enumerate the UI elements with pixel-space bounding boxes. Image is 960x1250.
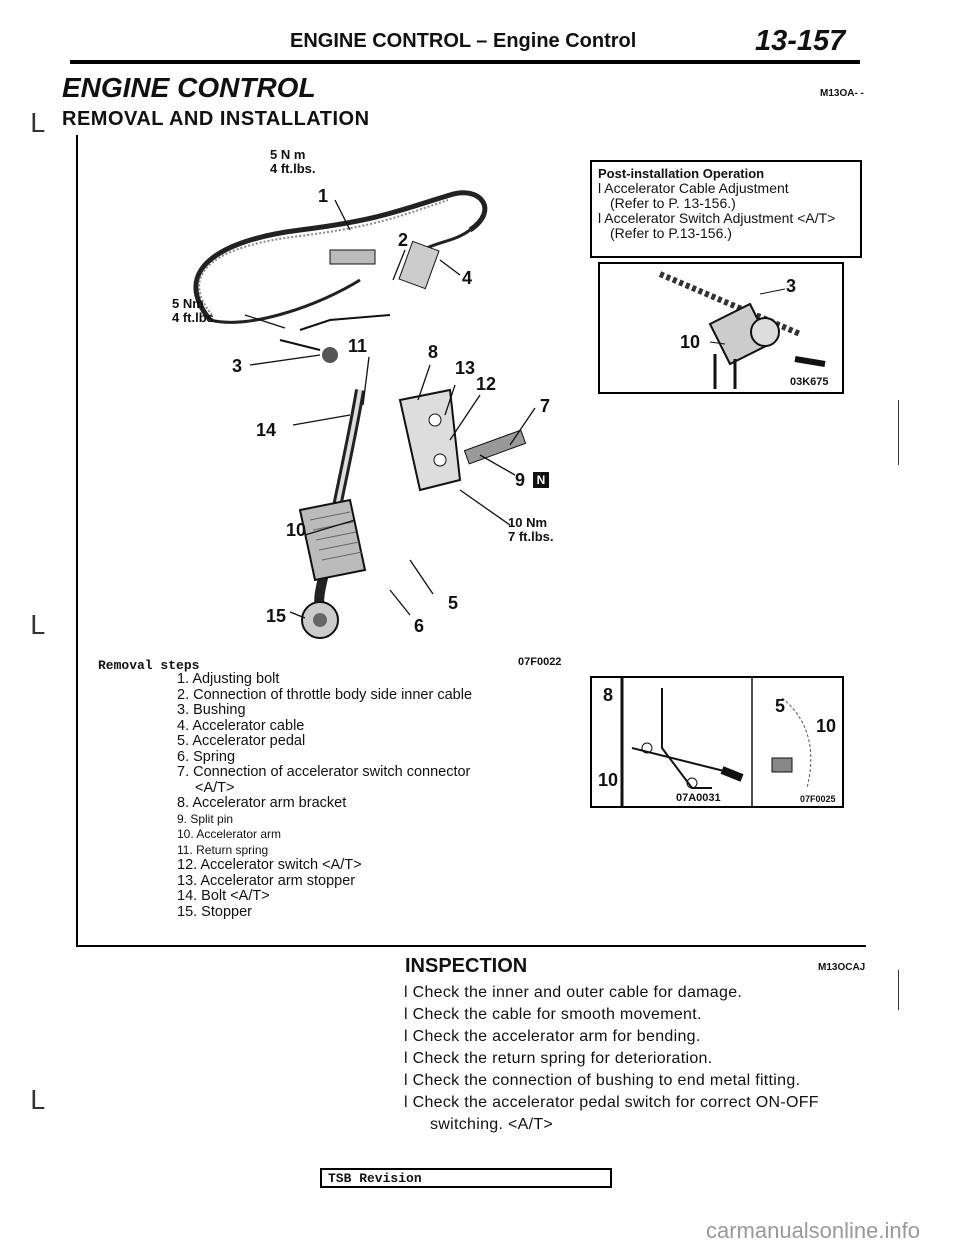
detail-figure-code: 03K675 xyxy=(790,376,829,388)
removal-step: 9. Split pin xyxy=(177,811,234,826)
header-title: ENGINE CONTROL – Engine Control xyxy=(290,30,637,52)
torque-label-left: 5 Nm 4 ft.lbs. xyxy=(172,297,218,325)
margin-line xyxy=(898,400,899,465)
removal-step: <A/T> xyxy=(195,779,235,796)
removal-step: 6. Spring xyxy=(177,748,236,765)
watermark: carmanualsonline.info xyxy=(705,1218,920,1243)
torque-label-top: 5 N m 4 ft.lbs. xyxy=(270,148,316,176)
inspection-item: l Check the inner and outer cable for da… xyxy=(404,984,743,1001)
section-frame-bottom xyxy=(76,945,866,947)
post-installation-item: (Refer to P. 13-156.) xyxy=(610,195,736,211)
removal-step: 8. Accelerator arm bracket xyxy=(177,795,347,811)
removal-step: 2. Connection of throttle body side inne… xyxy=(177,686,473,703)
callout-10: 10 xyxy=(286,520,307,540)
post-installation-box: Post-installation Operation l Accelerato… xyxy=(590,160,862,258)
callout-3: 3 xyxy=(232,356,243,376)
detail-callout-8: 8 xyxy=(603,685,614,705)
detail-figure-top xyxy=(598,262,844,394)
post-installation-item: (Refer to P.13-156.) xyxy=(610,225,732,241)
section-title: ENGINE CONTROL xyxy=(62,72,316,103)
detail-callout-5: 5 xyxy=(775,696,786,716)
section-code: M13OA- - xyxy=(820,88,864,99)
detail-callout-10: 10 xyxy=(598,770,619,790)
detail-figure-code-left: 07A0031 xyxy=(676,792,721,804)
removal-step: 11. Return spring xyxy=(177,842,269,857)
new-part-icon: N xyxy=(533,472,549,488)
torque-value-ftlbs: 4 ft.lbs. xyxy=(172,310,218,325)
inspection-item: l Check the cable for smooth movement. xyxy=(404,1006,702,1023)
margin-line xyxy=(898,970,899,1010)
torque-label-bottom: 10 Nm 7 ft.lbs. xyxy=(508,516,554,544)
switch-detail-illustration xyxy=(620,678,812,806)
detail-callout-3: 3 xyxy=(786,276,797,296)
callout-15: 15 xyxy=(266,606,287,626)
callout-8: 8 xyxy=(428,342,439,362)
removal-step: 4. Accelerator cable xyxy=(177,717,305,734)
removal-step: 7. Connection of accelerator switch conn… xyxy=(177,764,471,780)
torque-value-ftlbs: 7 ft.lbs. xyxy=(508,529,554,544)
inspection-title: INSPECTION xyxy=(405,955,528,977)
accelerator-assembly-illustration xyxy=(193,190,536,639)
detail-callout-10: 10 xyxy=(680,332,701,352)
figure-code: 07F0022 xyxy=(518,656,562,668)
removal-steps-heading: Removal steps xyxy=(98,658,200,673)
margin-mark: ᒪ xyxy=(30,108,45,138)
callout-11: 11 xyxy=(348,336,368,356)
torque-value-nm: 10 Nm xyxy=(508,515,548,530)
tsb-revision-box: TSB Revision xyxy=(320,1168,612,1188)
inspection-item: l Check the accelerator arm for bending. xyxy=(404,1028,701,1045)
removal-step: 5. Accelerator pedal xyxy=(177,733,306,749)
removal-step: 14. Bolt <A/T> xyxy=(177,888,270,904)
callout-7: 7 xyxy=(540,396,551,416)
detail-callout-10: 10 xyxy=(816,716,837,736)
detail-figure-code-right: 07F0025 xyxy=(800,794,836,804)
removal-step: 13. Accelerator arm stopper xyxy=(177,872,356,889)
callout-2: 2 xyxy=(398,230,409,250)
removal-step: 15. Stopper xyxy=(177,903,252,920)
post-installation-item: l Accelerator Switch Adjustment <A/T> xyxy=(598,210,836,226)
inspection-item: l Check the accelerator pedal switch for… xyxy=(404,1094,819,1111)
section-subtitle: REMOVAL AND INSTALLATION xyxy=(62,108,370,130)
inspection-item: l Check the return spring for deteriorat… xyxy=(404,1050,713,1067)
margin-mark: ᒪ xyxy=(30,610,45,640)
bracket-detail-illustration xyxy=(658,271,826,389)
removal-step: 3. Bushing xyxy=(177,702,246,718)
callout-9: 9 xyxy=(515,470,526,490)
header-rule xyxy=(70,60,860,64)
callout-5: 5 xyxy=(448,593,459,613)
removal-step: 12. Accelerator switch <A/T> xyxy=(177,857,362,873)
inspection-item: switching. <A/T> xyxy=(430,1116,554,1133)
callout-6: 6 xyxy=(414,616,425,636)
inspection-item: l Check the connection of bushing to end… xyxy=(404,1072,801,1089)
page-number: 13-157 xyxy=(755,25,846,57)
removal-step: 1. Adjusting bolt xyxy=(177,671,280,687)
section-frame-left xyxy=(76,135,78,947)
callout-14: 14 xyxy=(256,420,277,440)
removal-step: 10. Accelerator arm xyxy=(177,827,282,841)
detail-figure-bottom xyxy=(590,676,844,808)
torque-value-nm: 5 Nm xyxy=(172,296,204,311)
callout-13: 13 xyxy=(455,358,476,378)
margin-mark: ᒪ xyxy=(30,1085,45,1115)
callout-12: 12 xyxy=(476,374,497,394)
callout-4: 4 xyxy=(462,268,473,288)
callout-1: 1 xyxy=(318,186,329,206)
inspection-code: M13OCAJ xyxy=(818,962,866,973)
inspection-list: l Check the inner and outer cable for da… xyxy=(404,982,819,1136)
removal-steps-list: 1. Adjusting bolt 2. Connection of throt… xyxy=(177,671,473,920)
post-installation-item: l Accelerator Cable Adjustment xyxy=(598,180,789,196)
post-installation-heading: Post-installation Operation xyxy=(598,166,765,181)
torque-value-ftlbs: 4 ft.lbs. xyxy=(270,161,316,176)
torque-value-nm: 5 N m xyxy=(270,147,306,162)
